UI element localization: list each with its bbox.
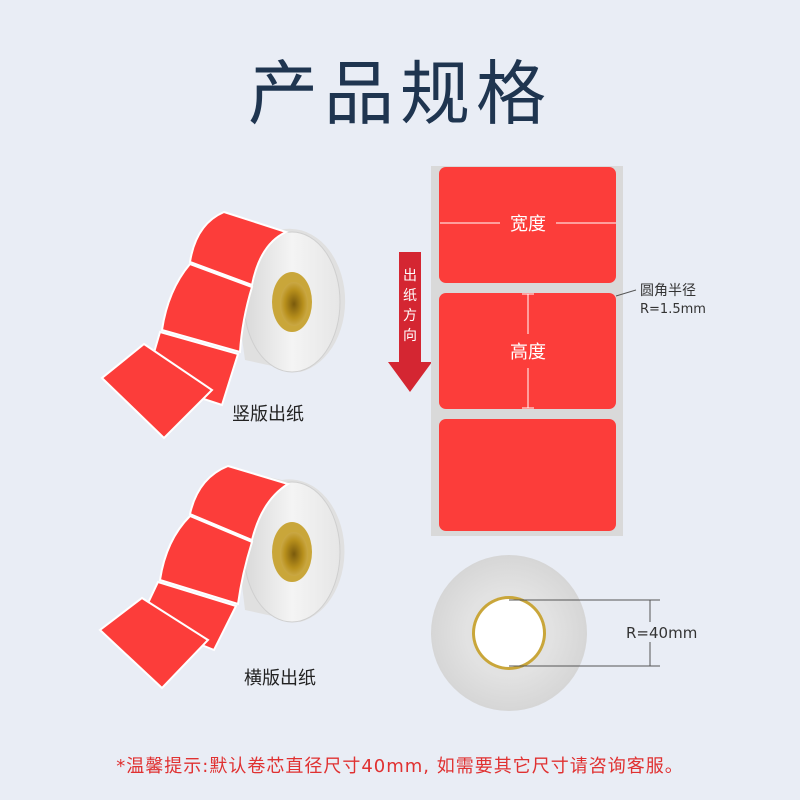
label-strip: 宽度 高度 <box>431 166 637 536</box>
roll-vertical-illustration <box>100 210 346 440</box>
core-radius-label: R=40mm <box>626 624 697 642</box>
direction-char-4: 向 <box>403 328 417 344</box>
paper-direction-arrow: 出 纸 方 向 <box>388 252 432 392</box>
page-title: 产品规格 <box>248 53 552 135</box>
roll-vertical-caption: 竖版出纸 <box>232 404 304 425</box>
corner-radius-value: R=1.5mm <box>640 302 706 317</box>
width-label: 宽度 <box>510 214 546 235</box>
direction-char-2: 纸 <box>403 288 417 304</box>
label-2 <box>439 293 616 409</box>
notice-text: *温馨提示:默认卷芯直径尺寸40mm, 如需要其它尺寸请咨询客服。 <box>116 756 684 777</box>
label-3 <box>439 419 616 531</box>
roll-horizontal-caption: 横版出纸 <box>244 668 316 689</box>
corner-radius-label: 圆角半径 <box>640 283 696 299</box>
label-1 <box>439 167 616 283</box>
core-hole <box>475 599 543 667</box>
core-diagram <box>431 555 660 711</box>
height-label: 高度 <box>510 342 546 363</box>
direction-char-3: 方 <box>403 308 417 324</box>
direction-char-1: 出 <box>403 268 417 284</box>
roll-horizontal-illustration <box>98 464 345 690</box>
